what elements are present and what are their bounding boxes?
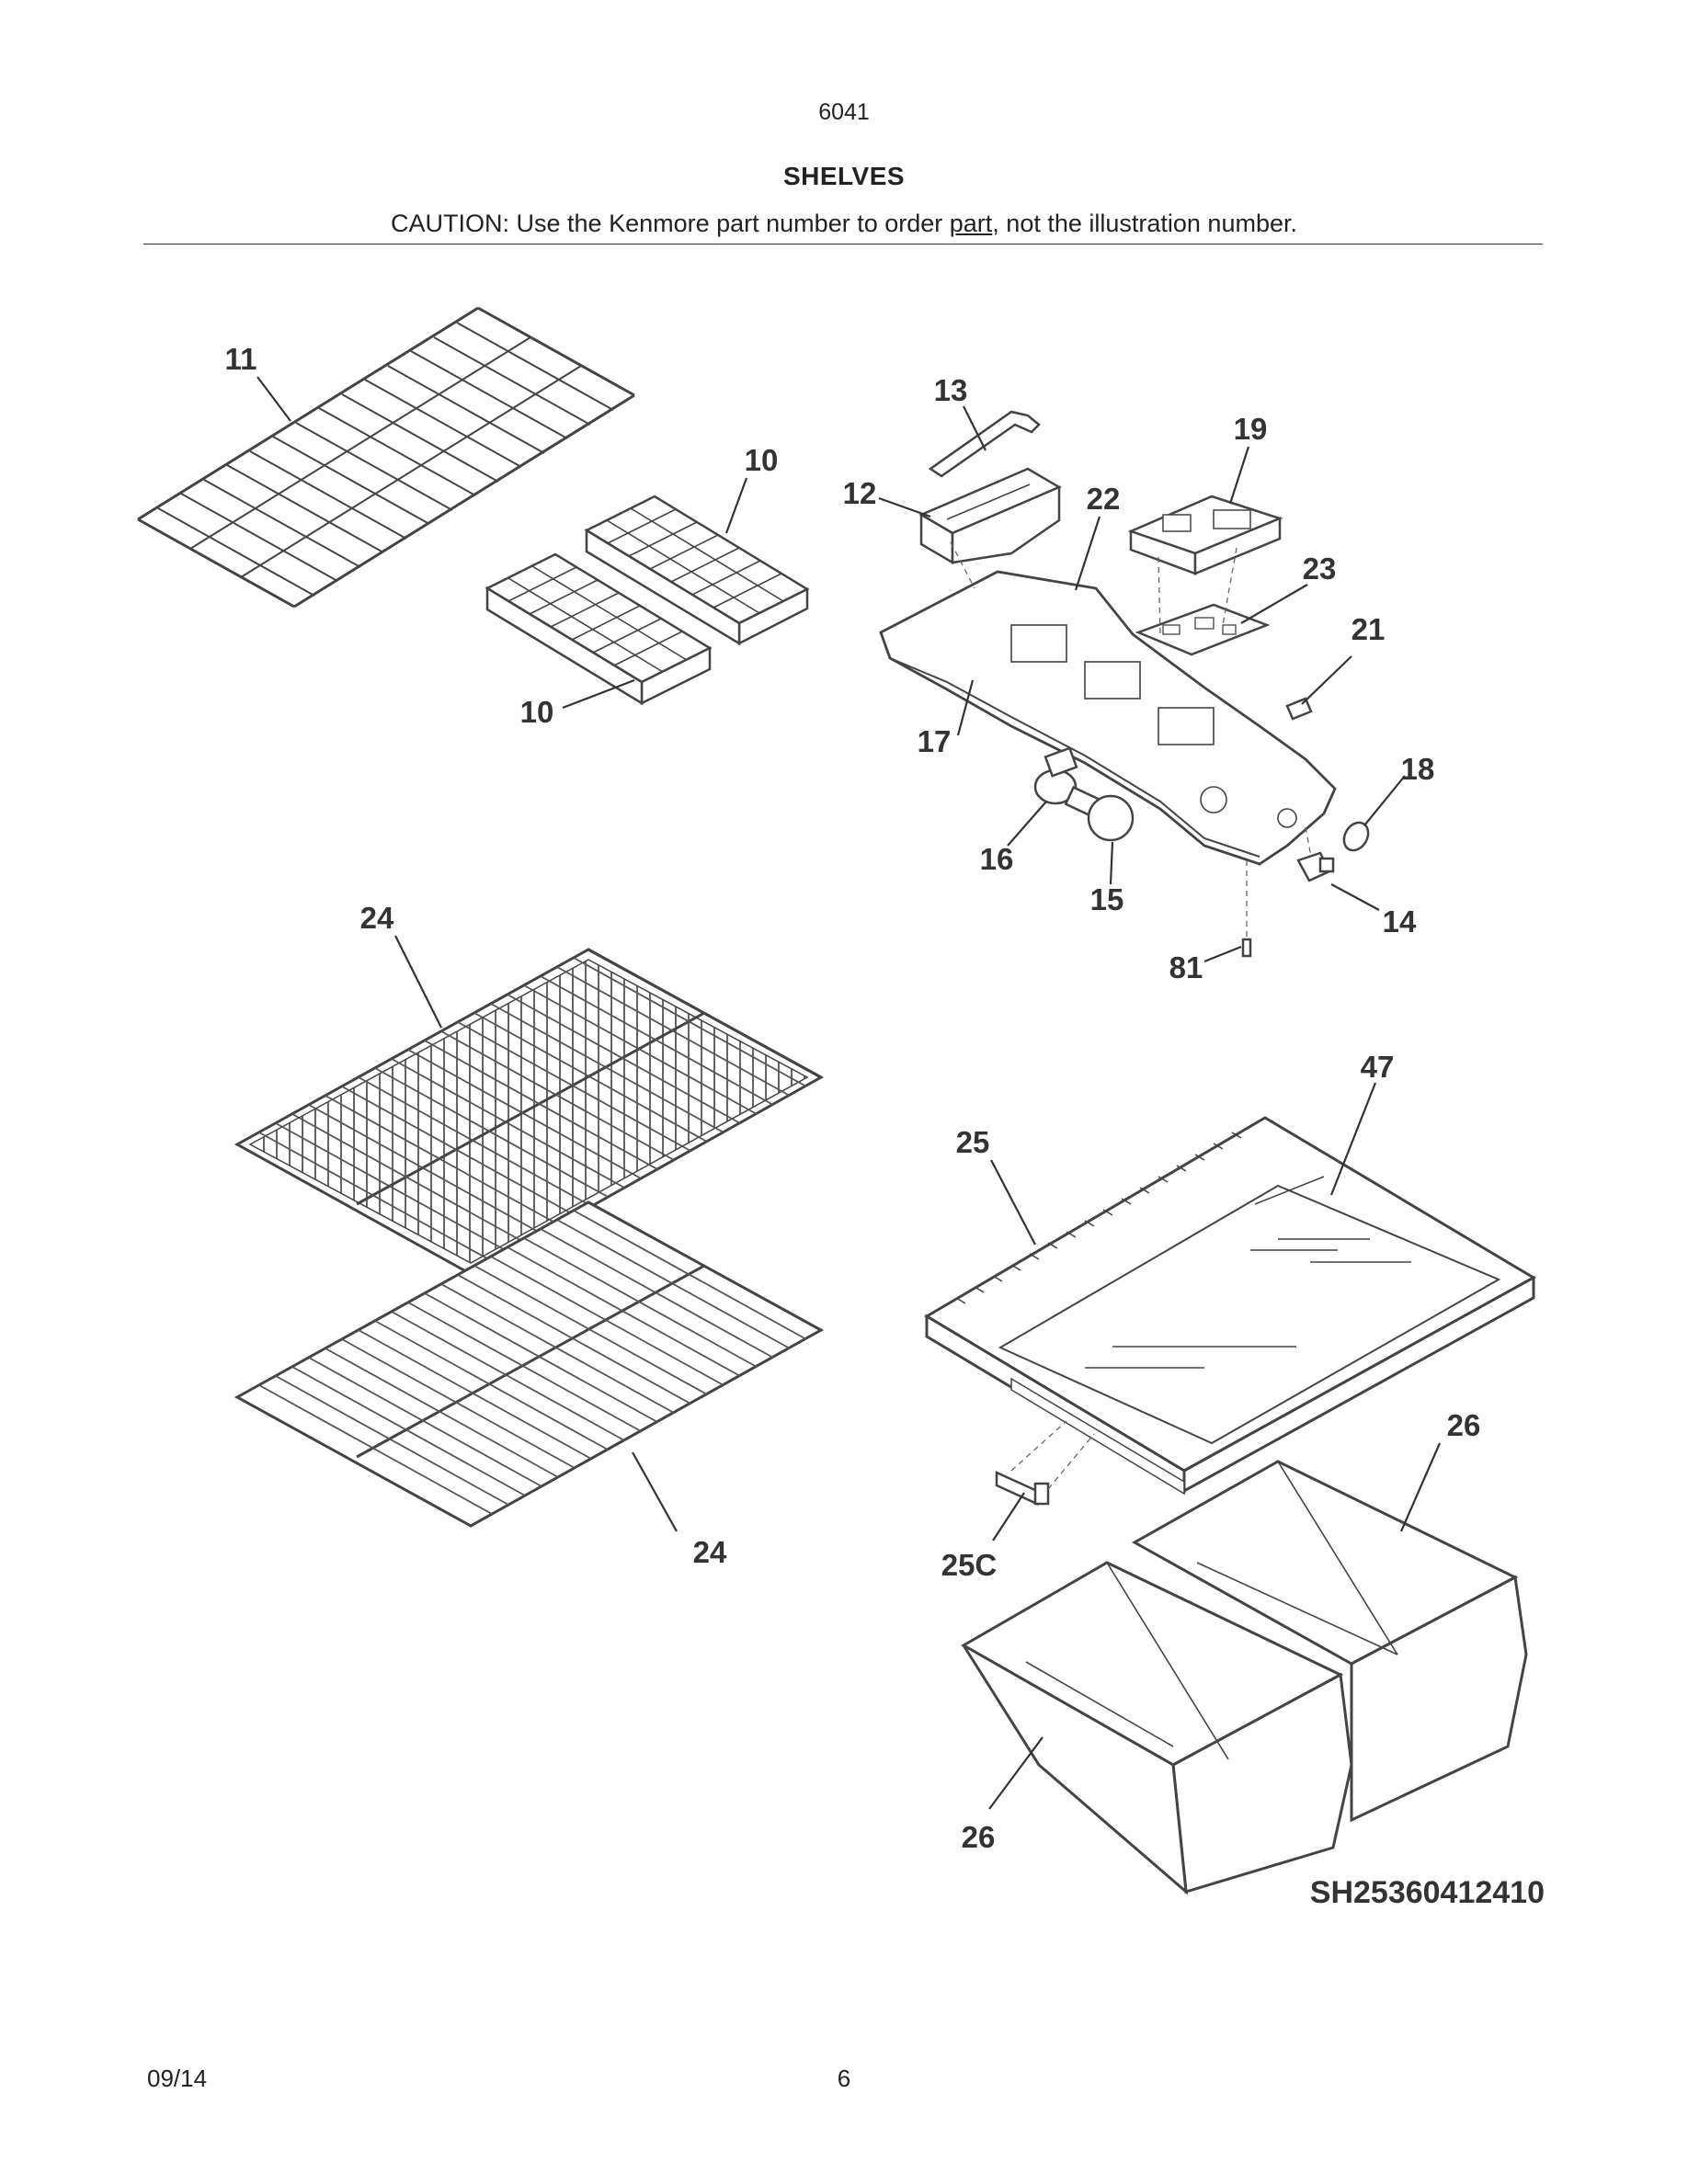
callout-25: 25 (956, 1125, 990, 1159)
screw-part-81 (1241, 938, 1252, 958)
glass-panel-part-47 (998, 1176, 1501, 1445)
callout-11: 11 (225, 342, 257, 376)
callout-13: 13 (934, 373, 968, 407)
crisper-drawer-front-part-26 (960, 1561, 1353, 1895)
caution-text-start: CAUTION: Use the Kenmore part number to … (391, 210, 950, 237)
assembly-guide-lines (950, 541, 1312, 938)
caution-underlined-word: part (949, 210, 993, 237)
humidity-control-part-25C (995, 1471, 1050, 1506)
callout-15: 15 (1090, 882, 1124, 916)
control-board-part-23 (1135, 603, 1271, 656)
callout-10-upper: 10 (745, 443, 779, 477)
callout-12: 12 (843, 476, 877, 510)
callout-22: 22 (1087, 482, 1121, 516)
ice-tray-lower-part-10 (485, 552, 713, 706)
diagram-code: SH25360412410 (1310, 1875, 1545, 1910)
header-divider (143, 244, 1543, 245)
caution-note: CAUTION: Use the Kenmore part number to … (0, 210, 1688, 238)
callout-16: 16 (980, 842, 1014, 876)
humidity-control-guide (1010, 1420, 1095, 1490)
callout-18: 18 (1401, 752, 1435, 786)
callout-24-upper: 24 (360, 901, 394, 935)
wire-shelf-upper-rods (258, 957, 807, 1262)
motor-assembly-part-19 (1127, 495, 1283, 575)
crisper-cover-frame-part-25 (924, 1116, 1537, 1496)
callout-24-lower: 24 (693, 1535, 727, 1569)
leader-lines (257, 376, 1442, 1810)
wire-rack-part-11 (137, 306, 635, 609)
wire-shelf-upper-part-24 (234, 948, 825, 1276)
callout-26-front: 26 (962, 1820, 996, 1854)
callout-14: 14 (1383, 904, 1417, 938)
clip-part-21 (1285, 697, 1313, 721)
ice-tray-upper-part-10 (584, 495, 810, 646)
wire-shelf-lower-rods (258, 1210, 807, 1515)
callout-23: 23 (1303, 552, 1337, 586)
callout-10-lower: 10 (520, 695, 554, 729)
frame-vent-slots (955, 1132, 1242, 1304)
callout-21: 21 (1352, 612, 1386, 646)
wire-shelf-lower-part-24 (234, 1200, 825, 1528)
section-title: SHELVES (782, 162, 906, 190)
callout-19: 19 (1234, 412, 1268, 446)
crisper-drawer-rear-part-26 (1131, 1460, 1528, 1823)
caution-text-end: , not the illustration number. (992, 210, 1297, 237)
switch-part-14 (1296, 851, 1335, 882)
callout-47: 47 (1361, 1050, 1395, 1084)
footer-date: 09/14 (147, 2065, 208, 2092)
callout-25C: 25C (941, 1548, 998, 1582)
handle-part-13 (928, 410, 1041, 478)
footer-page-number: 6 (837, 2065, 851, 2092)
light-bulb-part-15 (1064, 785, 1135, 842)
page-reference: 6041 (818, 99, 870, 125)
callout-81: 81 (1169, 950, 1203, 984)
callout-17: 17 (918, 724, 952, 758)
cover-housing-part-12 (918, 467, 1062, 565)
lamp-socket-part-16 (1033, 746, 1078, 805)
knob-part-18 (1342, 821, 1370, 852)
callout-26-rear: 26 (1447, 1408, 1481, 1442)
